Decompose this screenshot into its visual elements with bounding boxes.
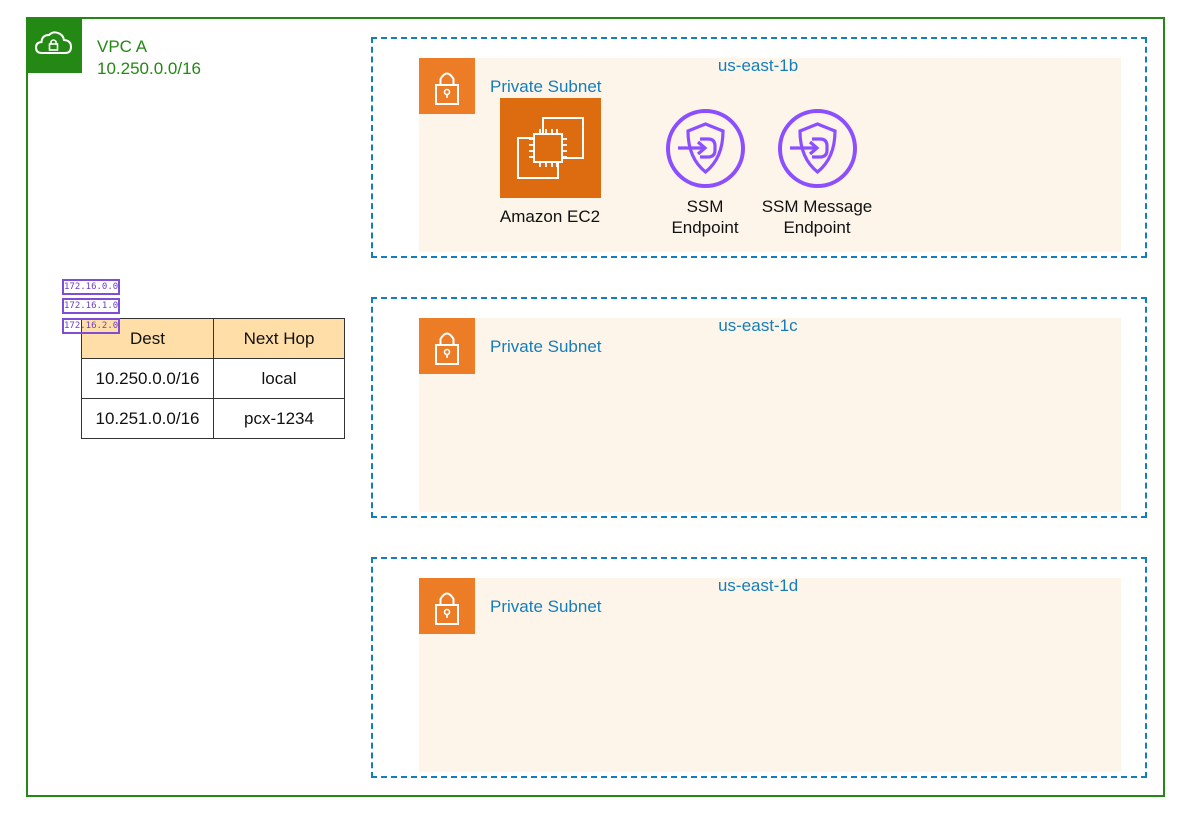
vpc-name: VPC A [97,37,148,56]
endpoint-shield-icon[interactable] [777,108,858,189]
subnet-lock-icon [419,318,475,374]
subnet-lock-icon [419,578,475,634]
prefix-list-entry: 172.16.2.0 [62,318,120,334]
az-label-1c: us-east-1c [718,316,798,335]
vpc-cidr: 10.250.0.0/16 [97,59,201,78]
prefix-list-entry: 172.16.1.0 [62,298,120,314]
route-table-header: Dest Next Hop [81,318,345,359]
ssm-endpoint-label: SSM Endpoint [645,196,765,238]
subnet-area-1d [419,578,1121,772]
ec2-label: Amazon EC2 [499,207,601,226]
vpc-cloud-lock-icon [26,17,82,73]
ssm-message-endpoint-line1: SSM Message [761,197,873,216]
endpoint-shield-icon[interactable] [665,108,746,189]
table-row: 10.251.0.0/16 pcx-1234 [81,398,345,439]
az-us-east-1c [371,297,1147,518]
route-dest: 10.250.0.0/16 [81,358,214,399]
ssm-message-endpoint-line2: Endpoint [783,218,851,237]
route-next-hop: pcx-1234 [213,398,345,439]
route-table-header-dest: Dest [81,318,214,359]
vpc-container [26,17,1165,797]
vpc-title: VPC A 10.250.0.0/16 [97,36,201,80]
route-dest: 10.251.0.0/16 [81,398,214,439]
subnet-label-1b: Private Subnet [490,77,602,96]
az-us-east-1b [371,37,1147,258]
route-next-hop: local [213,358,345,399]
az-us-east-1d [371,557,1147,778]
table-row: 10.250.0.0/16 local [81,358,345,399]
ssm-endpoint-line2: Endpoint [671,218,739,237]
subnet-label-1d: Private Subnet [490,597,602,616]
ssm-endpoint-line1: SSM [686,197,724,216]
subnet-label-1c: Private Subnet [490,337,602,356]
route-table: Dest Next Hop 10.250.0.0/16 local 10.251… [81,318,345,439]
subnet-lock-icon [419,58,475,114]
prefix-list-entry: 172.16.0.0 [62,279,120,295]
ec2-chip-icon[interactable] [500,98,601,198]
subnet-area-1c [419,318,1121,512]
az-label-1b: us-east-1b [717,56,799,75]
ssm-message-endpoint-label: SSM Message Endpoint [742,196,892,238]
az-label-1d: us-east-1d [717,576,799,595]
route-table-header-next-hop: Next Hop [213,318,345,359]
